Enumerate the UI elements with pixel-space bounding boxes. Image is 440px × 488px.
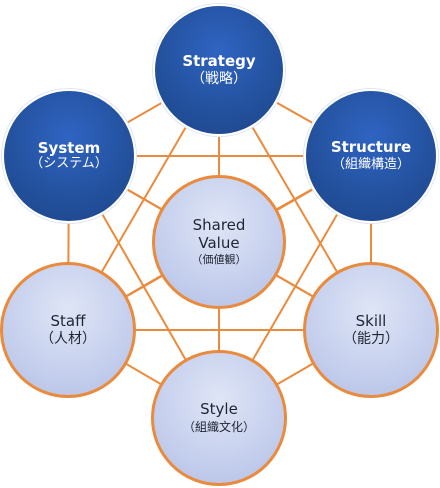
node-staff-en: Staff: [50, 312, 86, 331]
node-skill-en: Skill: [355, 312, 387, 331]
node-strategy: Strategy （戦略）: [153, 4, 285, 136]
node-style: Style （組織文化）: [151, 350, 287, 486]
node-skill-jp: （能力）: [343, 330, 399, 347]
node-skill: Skill （能力）: [303, 262, 439, 398]
node-structure-jp: （組織構造）: [331, 157, 410, 173]
node-shared-jp: （価値観）: [191, 252, 247, 266]
node-structure: Structure （組織構造）: [304, 89, 438, 223]
node-style-jp: （組織文化）: [182, 419, 255, 434]
node-style-en: Style: [200, 400, 238, 419]
node-staff-jp: （人材）: [40, 330, 96, 347]
node-shared-value: Shared Value （価値観）: [152, 175, 286, 309]
node-system-en: System: [37, 138, 101, 157]
node-system: System （システム）: [2, 89, 136, 223]
node-shared-en2: Value: [198, 233, 240, 252]
node-shared-en1: Shared: [192, 216, 246, 235]
node-strategy-jp: （戦略）: [191, 70, 247, 87]
node-system-jp: （システム）: [30, 156, 108, 172]
node-staff: Staff （人材）: [0, 262, 136, 398]
node-strategy-en: Strategy: [182, 52, 256, 71]
node-structure-en: Structure: [330, 137, 412, 156]
